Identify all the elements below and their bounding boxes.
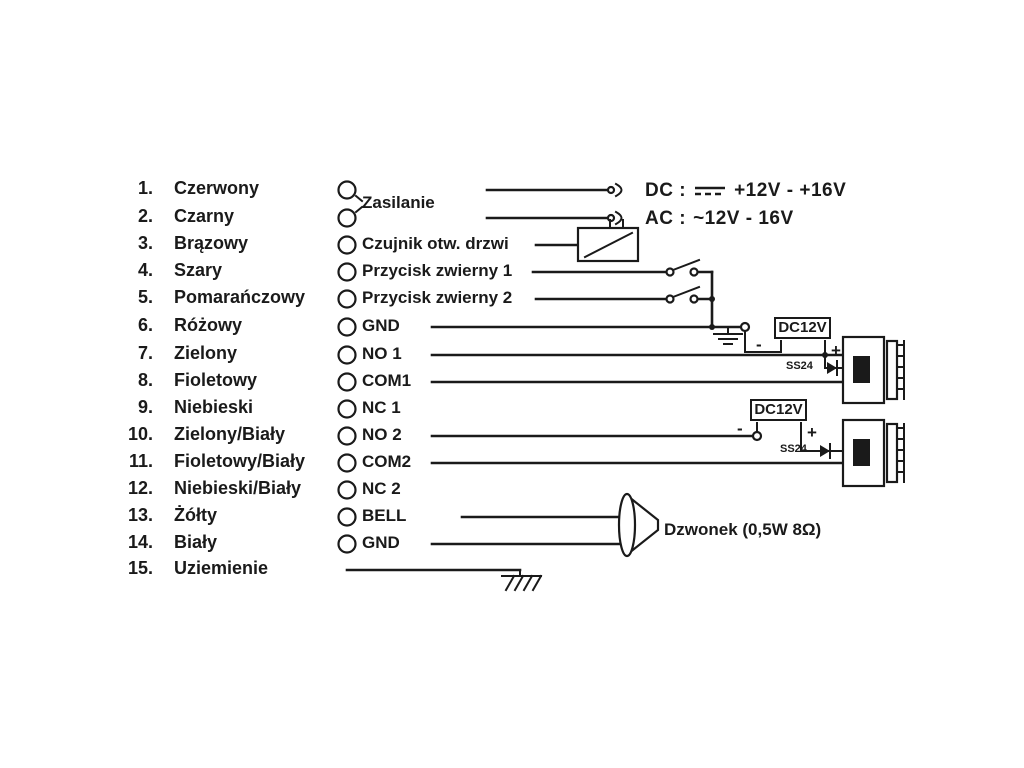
diode2-label: SS24 bbox=[780, 443, 807, 455]
ac-prefix: AC : bbox=[645, 208, 687, 229]
psu1-box: DC12V bbox=[774, 317, 831, 339]
gnd-wire-1 bbox=[430, 321, 751, 333]
psu1-plus: + bbox=[831, 341, 841, 360]
wire-number: 9. bbox=[137, 397, 153, 417]
psu2-box: DC12V bbox=[750, 399, 807, 421]
wire-list-item: 2. Czarny bbox=[120, 206, 234, 230]
terminal-label: NC 2 bbox=[362, 479, 401, 498]
psu2-minus: - bbox=[737, 419, 743, 438]
terminal-circles bbox=[337, 180, 357, 554]
dc-spec-line: DC : +12V - +16V bbox=[645, 180, 846, 202]
no2-wire bbox=[430, 430, 763, 442]
bell-speaker-icon bbox=[617, 492, 660, 558]
wire-number: 3. bbox=[137, 233, 153, 253]
wire-color-label: Czerwony bbox=[174, 178, 260, 198]
wire-number: 1. bbox=[137, 178, 153, 198]
ground-symbol-1 bbox=[713, 326, 743, 345]
terminal-label: COM1 bbox=[362, 371, 412, 390]
wire-number: 15. bbox=[127, 558, 153, 578]
lock-1 bbox=[841, 335, 905, 405]
switch-2 bbox=[534, 285, 714, 304]
wire-number: 12. bbox=[127, 478, 153, 498]
earth-wire bbox=[345, 568, 522, 577]
wire-number: 4. bbox=[137, 260, 153, 280]
wire-list-item: 12. Niebieski/Biały bbox=[120, 478, 301, 502]
wire-list-item: 15. Uziemienie bbox=[120, 558, 268, 582]
junction-dot bbox=[709, 296, 715, 302]
terminal-label: GND bbox=[362, 533, 400, 552]
wire-number: 14. bbox=[127, 532, 153, 552]
terminal-label: GND bbox=[362, 316, 400, 335]
wire-color-label: Pomarańczowy bbox=[174, 287, 306, 307]
terminal-label: COM2 bbox=[362, 452, 412, 471]
earth-symbol bbox=[501, 574, 543, 592]
wire-list-item: 4. Szary bbox=[120, 260, 222, 284]
wire-color-label: Różowy bbox=[174, 315, 243, 335]
dc-prefix: DC : bbox=[645, 180, 687, 201]
wire-number: 5. bbox=[137, 287, 153, 307]
lock-2 bbox=[841, 418, 905, 488]
terminal-label: Przycisk zwierny 2 bbox=[362, 288, 513, 307]
wire-color-label: Brązowy bbox=[174, 233, 249, 253]
psu2-plus: + bbox=[807, 423, 817, 442]
terminal-label: NO 2 bbox=[362, 425, 402, 444]
wire-color-label: Fioletowy bbox=[174, 370, 258, 390]
terminal-label: Czujnik otw. drzwi bbox=[362, 234, 509, 253]
door-sensor-box bbox=[534, 219, 640, 263]
wire-number: 8. bbox=[137, 370, 153, 390]
wire-number: 10. bbox=[127, 424, 153, 444]
wire-color-label: Biały bbox=[174, 532, 218, 552]
terminal-label-power: Zasilanie bbox=[362, 193, 435, 212]
wire-color-label: Zielony bbox=[174, 343, 238, 363]
wire-color-label: Czarny bbox=[174, 206, 235, 226]
wire-number: 7. bbox=[137, 343, 153, 363]
wire-list-item: 7. Zielony bbox=[120, 343, 237, 367]
terminal-label: NO 1 bbox=[362, 344, 402, 363]
psu1-minus: - bbox=[756, 335, 762, 354]
bell-wires bbox=[430, 515, 624, 546]
wire-list-item: 14. Biały bbox=[120, 532, 217, 556]
power-wires bbox=[354, 188, 610, 220]
switch-1 bbox=[531, 258, 714, 277]
wire-list-item: 6. Różowy bbox=[120, 315, 242, 339]
diode1-label: SS24 bbox=[786, 360, 813, 372]
bell-label: Dzwonek (0,5W 8Ω) bbox=[664, 520, 822, 539]
terminal-label: Przycisk zwierny 1 bbox=[362, 261, 513, 280]
wire-list-item: 3. Brązowy bbox=[120, 233, 248, 257]
wire-color-label: Fioletowy/Biały bbox=[174, 451, 306, 471]
wire-list-item: 8. Fioletowy bbox=[120, 370, 257, 394]
dc-symbol bbox=[695, 186, 726, 196]
diode-1 bbox=[827, 360, 838, 376]
wire-number: 2. bbox=[137, 206, 153, 226]
wire-color-label: Uziemienie bbox=[174, 558, 269, 578]
wire-list-item: 5. Pomarańczowy bbox=[120, 287, 305, 311]
wire-list-item: 13. Żółty bbox=[120, 505, 217, 529]
terminal-label: NC 1 bbox=[362, 398, 401, 417]
wire-color-label: Niebieski/Biały bbox=[174, 478, 302, 498]
wire-number: 13. bbox=[127, 505, 153, 525]
dc-range: +12V - +16V bbox=[734, 180, 847, 201]
wire-number: 11. bbox=[128, 451, 153, 471]
power-connector bbox=[606, 182, 623, 226]
diode-2 bbox=[820, 443, 831, 459]
ac-range: ~12V - 16V bbox=[693, 208, 794, 229]
wire-list-item: 10. Zielony/Biały bbox=[120, 424, 285, 448]
terminal-label: BELL bbox=[362, 506, 407, 525]
wire-list-item: 1. Czerwony bbox=[120, 178, 259, 202]
wire-color-label: Szary bbox=[174, 260, 223, 280]
wire-number: 6. bbox=[137, 315, 153, 335]
wire-list-item: 9. Niebieski bbox=[120, 397, 253, 421]
wire-list-item: 11. Fioletowy/Biały bbox=[120, 451, 305, 475]
wire-color-label: Żółty bbox=[174, 505, 217, 525]
ac-spec-line: AC : ~12V - 16V bbox=[645, 208, 794, 230]
wire-color-label: Niebieski bbox=[174, 397, 254, 417]
wire-color-label: Zielony/Biały bbox=[174, 424, 286, 444]
